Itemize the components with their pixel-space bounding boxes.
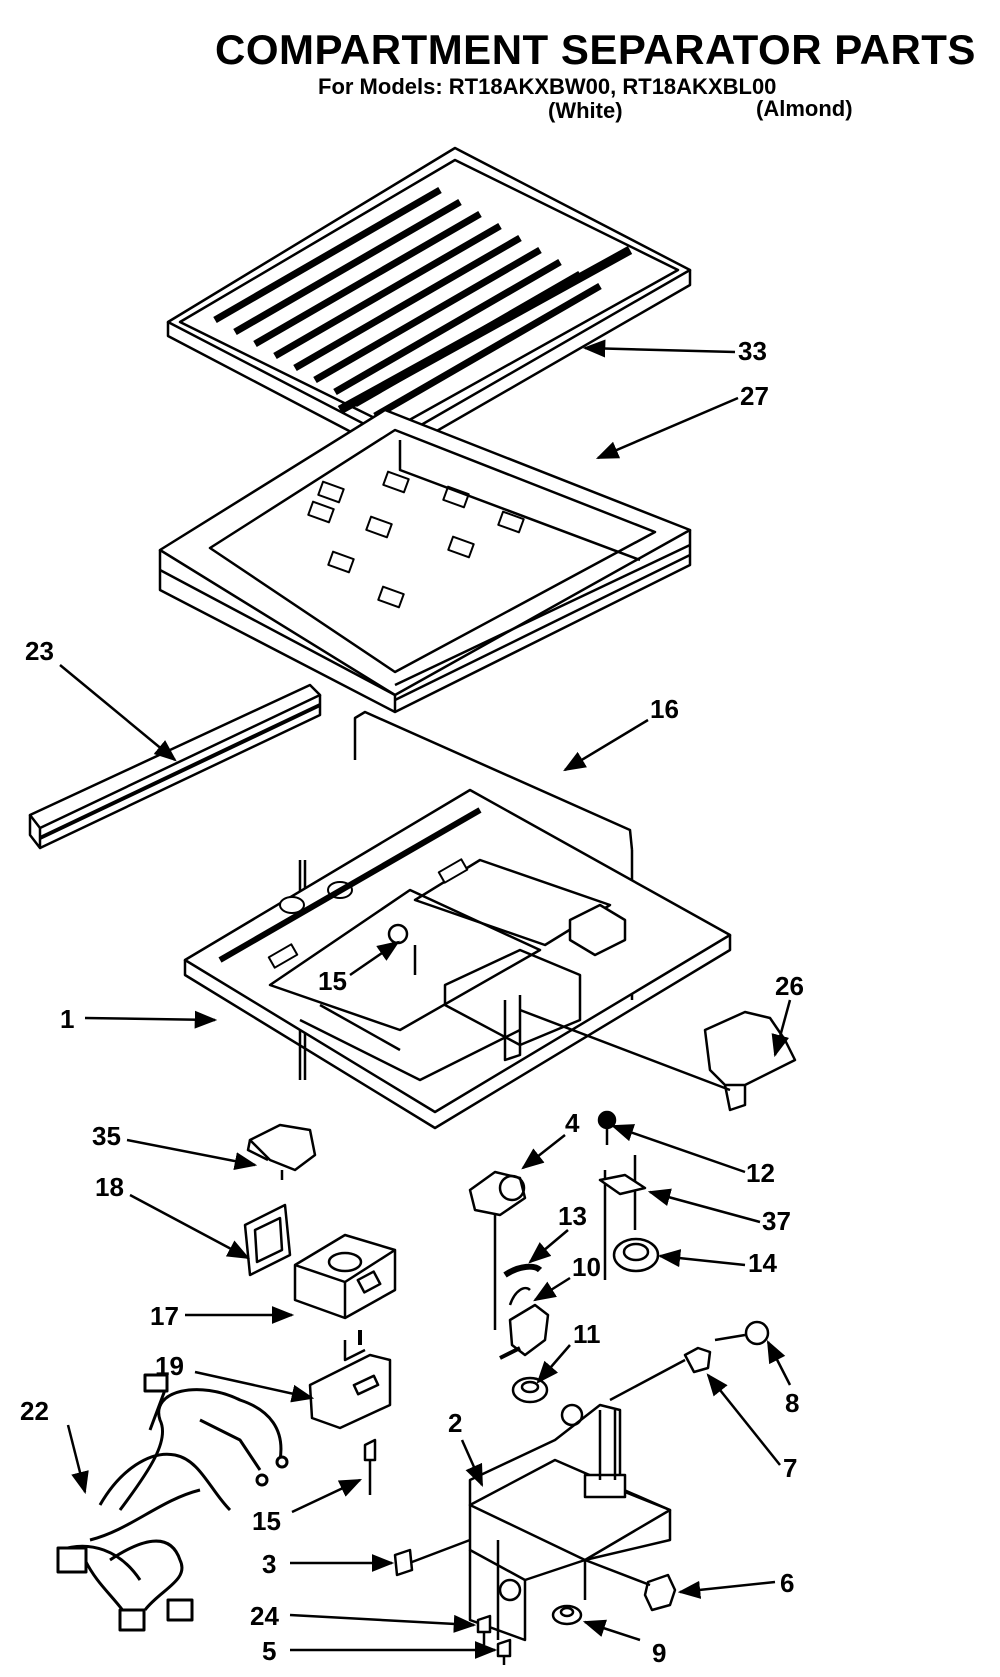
callout-22: 22 — [20, 1396, 49, 1426]
callout-5: 5 — [262, 1636, 276, 1666]
knob-part-11 — [511, 1376, 549, 1404]
label-part-37 — [598, 1173, 647, 1196]
callout-3: 3 — [262, 1549, 276, 1579]
leader-14 — [657, 1249, 746, 1268]
compartment-frame-part-27 — [158, 408, 692, 714]
callout-8: 8 — [785, 1388, 799, 1418]
screw-part-24 — [476, 1614, 492, 1645]
leader-9 — [582, 1619, 641, 1642]
leader-23 — [59, 664, 177, 762]
leader-15-lower — [291, 1478, 363, 1514]
bracket-part-26 — [703, 1010, 797, 1112]
leader-27 — [595, 396, 739, 460]
grille-cover-part-33 — [166, 146, 692, 457]
callout-35: 35 — [92, 1121, 121, 1151]
callout-11: 11 — [573, 1319, 601, 1349]
callout-19: 19 — [155, 1351, 184, 1381]
model-color-almond: (Almond) — [756, 96, 853, 121]
callout-12: 12 — [746, 1158, 775, 1188]
grommet-part-6 — [584, 1558, 677, 1612]
callout-33: 33 — [738, 336, 767, 366]
callout-37: 37 — [762, 1206, 791, 1236]
callout-15-lower: 15 — [252, 1506, 281, 1536]
lamp-part-8 — [714, 1320, 770, 1346]
leader-19 — [194, 1370, 315, 1403]
leader-16 — [563, 718, 649, 772]
damper-part-4 — [468, 1170, 527, 1330]
thermostat-part-10 — [499, 1286, 550, 1360]
callout-16: 16 — [650, 694, 679, 724]
screw-part-5 — [496, 1540, 512, 1665]
leader-37 — [647, 1188, 761, 1224]
callout-14: 14 — [748, 1248, 777, 1278]
control-housing-part-17 — [293, 1233, 397, 1320]
leader-7 — [706, 1373, 781, 1466]
callout-23: 23 — [25, 636, 54, 666]
leader-4 — [521, 1134, 566, 1170]
gasket-strip-part-23 — [28, 683, 322, 850]
socket-part-7 — [609, 1346, 712, 1402]
callout-18: 18 — [95, 1172, 124, 1202]
callout-17: 17 — [150, 1301, 179, 1331]
leader-11 — [536, 1344, 571, 1384]
callout-2: 2 — [448, 1408, 462, 1438]
leader-6 — [677, 1580, 776, 1599]
clip-part-3 — [393, 1538, 471, 1577]
leader-10 — [533, 1276, 571, 1302]
screw-part-15-lower — [363, 1438, 377, 1495]
leader-24 — [289, 1613, 477, 1633]
bracket-part-19 — [308, 1330, 392, 1430]
callout-6: 6 — [780, 1568, 794, 1598]
callout-27: 27 — [740, 381, 769, 411]
leader-12 — [610, 1124, 746, 1174]
models-line: For Models: RT18AKXBW00, RT18AKXBL00 — [318, 74, 777, 99]
header: COMPARTMENT SEPARATOR PARTS For Models: … — [0, 0, 1000, 140]
wiring-harness-part-22 — [56, 1373, 289, 1632]
page-title: COMPARTMENT SEPARATOR PARTS — [215, 26, 976, 73]
callout-1: 1 — [60, 1004, 74, 1034]
leader-26 — [771, 999, 792, 1058]
leader-33 — [582, 339, 736, 358]
separator-base-part-1 — [183, 788, 732, 1130]
leader-1 — [84, 1010, 218, 1029]
callout-10: 10 — [572, 1252, 601, 1282]
screw-part-15-upper — [387, 923, 417, 975]
control-bracket-part-2 — [468, 1403, 672, 1642]
leader-35 — [126, 1138, 258, 1170]
switch-part-35 — [246, 1123, 317, 1180]
callout-4: 4 — [565, 1108, 580, 1138]
leader-18 — [129, 1193, 250, 1260]
knob-part-14 — [612, 1237, 660, 1273]
leader-2 — [460, 1439, 484, 1488]
spacer-part-9 — [551, 1604, 583, 1626]
gasket-part-18 — [243, 1203, 292, 1277]
callout-15-upper: 15 — [318, 966, 347, 996]
screw-part-12 — [597, 1110, 637, 1280]
callout-13: 13 — [558, 1201, 587, 1231]
leader-22 — [66, 1424, 89, 1495]
callout-24: 24 — [250, 1601, 279, 1631]
clip-part-13 — [503, 1263, 543, 1278]
model-color-white: (White) — [548, 98, 623, 123]
leader-13 — [528, 1229, 569, 1264]
leader-8 — [766, 1339, 792, 1386]
callout-9: 9 — [652, 1638, 666, 1668]
callout-7: 7 — [783, 1453, 797, 1483]
leader-15-upper — [349, 940, 400, 977]
callout-26: 26 — [775, 971, 804, 1001]
